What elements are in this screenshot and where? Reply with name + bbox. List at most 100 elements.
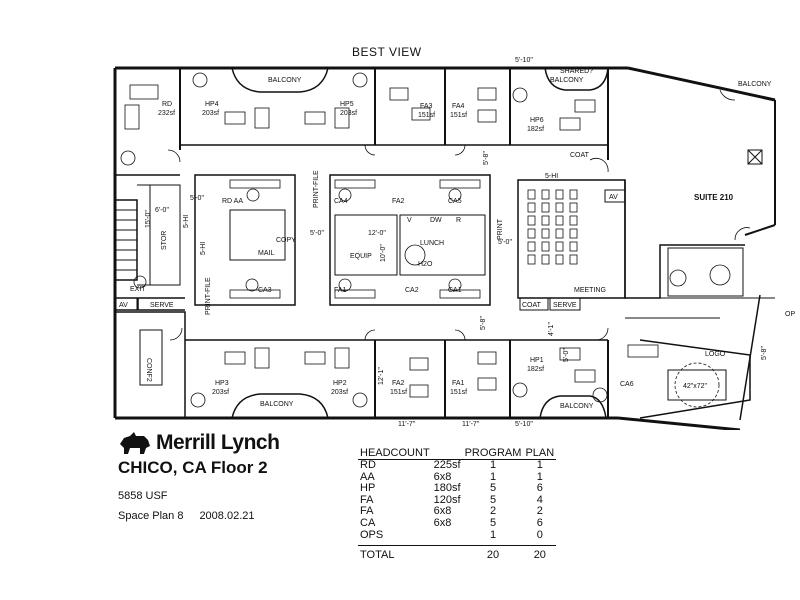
print-file-label: PRINT-FILE bbox=[313, 170, 320, 208]
row-program: 1 bbox=[489, 459, 497, 471]
total-plan: 20 bbox=[523, 545, 557, 562]
serve-label: SERVE bbox=[553, 302, 577, 309]
logo-label: LOGO bbox=[705, 351, 726, 358]
plan-line: Space Plan 8 2008.02.21 bbox=[118, 510, 348, 522]
total-spacer bbox=[431, 545, 463, 562]
room-hp5-area: 203sf bbox=[340, 110, 357, 117]
dimension-label: 12'-0" bbox=[368, 230, 386, 237]
five-hi-label: 5-HI bbox=[183, 215, 190, 228]
header-program: PROGRAM bbox=[462, 447, 524, 460]
row-code: AA bbox=[360, 470, 375, 483]
row-size bbox=[432, 530, 463, 546]
balcony-label: BALCONY bbox=[550, 77, 584, 84]
room-hp3-name: HP3 bbox=[215, 380, 229, 387]
balcony-label: BALCONY bbox=[260, 401, 294, 408]
av-label: AV bbox=[119, 302, 128, 309]
dimension-label: 11'-7" bbox=[462, 421, 480, 428]
print-label: PRINT bbox=[497, 218, 504, 240]
conf2-label: CONF2 bbox=[145, 358, 152, 382]
row-size: 180sf bbox=[433, 482, 461, 495]
room-fa2-name: FA2 bbox=[392, 380, 405, 387]
header-headcount: HEADCOUNT bbox=[358, 447, 432, 460]
op-label: OP bbox=[785, 311, 795, 318]
ca3-label: CA3 bbox=[258, 287, 272, 294]
total-program: 20 bbox=[462, 545, 524, 562]
bull-logo-icon bbox=[120, 432, 150, 454]
ca5-label: CA5 bbox=[448, 198, 462, 205]
coat-label: COAT bbox=[570, 152, 590, 159]
room-fa3-area: 151sf bbox=[418, 112, 435, 119]
dimension-label: 5'-8" bbox=[761, 346, 768, 360]
vending-label: V bbox=[407, 217, 412, 224]
row-plan: 6 bbox=[536, 482, 543, 495]
row-size: 120sf bbox=[433, 493, 461, 506]
dimension-label: 6'-0" bbox=[155, 207, 169, 214]
room-rd-name: RD bbox=[162, 101, 172, 108]
balcony-label: BALCONY bbox=[268, 77, 302, 84]
serve-label: SERVE bbox=[150, 302, 174, 309]
room-fa1-area: 151sf bbox=[450, 389, 467, 396]
room-hp6-area: 182sf bbox=[527, 126, 544, 133]
balcony-label: BALCONY bbox=[738, 81, 772, 88]
room-fa3-name: FA3 bbox=[420, 103, 433, 110]
rd-aa-label: RD AA bbox=[222, 198, 243, 205]
total-row: TOTAL 20 20 bbox=[358, 545, 557, 562]
row-program: 5 bbox=[489, 516, 497, 529]
dimension-label: 5'-10" bbox=[515, 421, 533, 428]
fridge-label: R bbox=[456, 217, 461, 224]
room-hp4-area: 203sf bbox=[202, 110, 219, 117]
row-plan: 6 bbox=[536, 516, 543, 529]
header-size bbox=[431, 447, 463, 460]
headcount-header-row: HEADCOUNT PROGRAM PLAN bbox=[358, 447, 557, 460]
mail-label: MAIL bbox=[258, 250, 274, 257]
h2o-label: H2O bbox=[418, 261, 433, 268]
av-label: AV bbox=[609, 194, 618, 201]
dimension-label: 5'-10" bbox=[515, 57, 533, 64]
room-hp1-area: 182sf bbox=[527, 366, 544, 373]
dimension-label: 5'-0" bbox=[563, 348, 570, 362]
room-hp2-area: 203sf bbox=[331, 389, 348, 396]
table-row: FA 6x8 2 2 bbox=[358, 506, 556, 518]
dishwasher-label: DW bbox=[430, 217, 442, 224]
header-plan: PLAN bbox=[523, 447, 557, 460]
room-hp5-name: HP5 bbox=[340, 101, 354, 108]
coat-label: COAT bbox=[522, 302, 542, 309]
stor-label: STOR bbox=[161, 231, 168, 250]
row-code: RD bbox=[360, 459, 376, 471]
dimension-label: 15'-0" bbox=[145, 210, 152, 228]
best-view-label: BEST VIEW bbox=[352, 45, 422, 59]
dimension-label: 5'-0" bbox=[498, 239, 512, 246]
room-fa2-area: 151sf bbox=[390, 389, 407, 396]
row-program: 5 bbox=[489, 493, 497, 506]
row-plan: 1 bbox=[536, 459, 543, 471]
dimension-label: 5'-0" bbox=[310, 230, 324, 237]
row-code: OPS bbox=[360, 528, 384, 541]
dimension-label: 11'-7" bbox=[398, 421, 416, 428]
table-row: CA 6x8 5 6 bbox=[358, 516, 556, 530]
row-code: FA bbox=[360, 505, 374, 518]
room-hp3-area: 203sf bbox=[212, 389, 229, 396]
usable-square-feet: 5858 USF bbox=[118, 490, 168, 502]
floor-plan: BEST VIEW BALCONY BALCONY BALCONY BALCON… bbox=[113, 45, 795, 430]
location-title: CHICO, CA Floor 2 bbox=[118, 458, 268, 477]
row-plan: 4 bbox=[536, 493, 543, 506]
balcony-label: BALCONY bbox=[560, 403, 594, 410]
row-size: 225sf bbox=[433, 459, 461, 471]
row-plan: 2 bbox=[536, 505, 543, 518]
room-hp2-name: HP2 bbox=[333, 380, 347, 387]
row-size: 6x8 bbox=[433, 516, 452, 529]
dimension-label: 5'-8" bbox=[483, 151, 490, 165]
row-program: 2 bbox=[489, 505, 497, 518]
table-row: FA 120sf 5 4 bbox=[358, 493, 556, 507]
exit-label: EXIT bbox=[130, 286, 146, 293]
row-code: CA bbox=[360, 516, 376, 529]
plan-name: Space Plan 8 bbox=[118, 510, 184, 522]
dimension-label: 12'-1" bbox=[378, 367, 385, 385]
room-hp1-name: HP1 bbox=[530, 357, 544, 364]
ca1-label: CA1 bbox=[448, 287, 462, 294]
brand-row: Merrill Lynch bbox=[118, 430, 348, 456]
ca2-label: CA2 bbox=[405, 287, 419, 294]
row-code: HP bbox=[360, 482, 376, 495]
room-fa1-name: FA1 bbox=[452, 380, 465, 387]
dimension-label: 5'-0" bbox=[190, 195, 204, 202]
